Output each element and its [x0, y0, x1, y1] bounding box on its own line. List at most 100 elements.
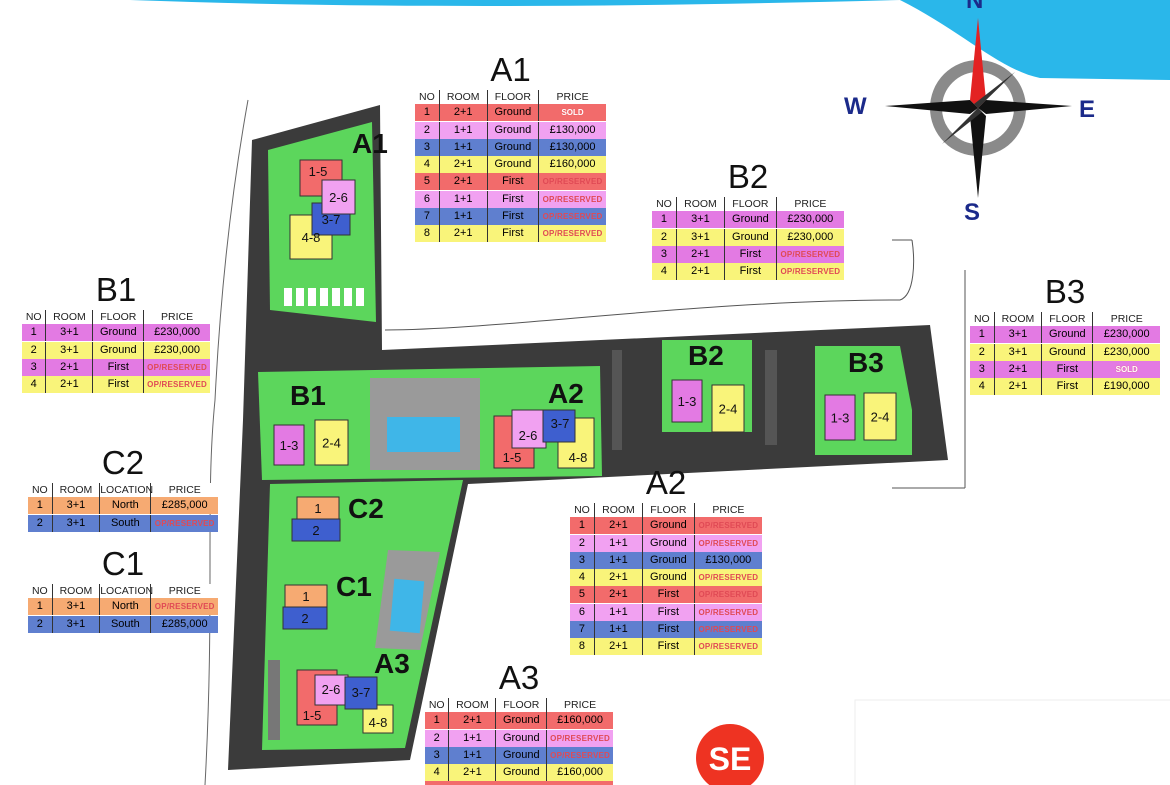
cell-price: OP/RESERVED	[698, 538, 759, 548]
boundary-line	[384, 239, 915, 331]
column-header: NO	[415, 90, 440, 104]
cell-price: £190,000	[1103, 380, 1150, 393]
map-label-b2: B2	[688, 340, 724, 371]
table-title: B2	[727, 158, 769, 195]
column-header: ROOM	[53, 483, 101, 497]
building-label: 1-5	[503, 450, 522, 465]
table-row-partial	[425, 781, 613, 785]
cell-price: OP/RESERVED	[698, 607, 759, 617]
building-a3-37	[344, 676, 378, 710]
building-label: 2-6	[322, 682, 341, 697]
cell-no: 2	[652, 228, 677, 246]
building-label: 4-8	[569, 450, 588, 465]
cell-no: 1	[415, 104, 440, 122]
cell-no: 4	[22, 376, 47, 394]
cell-no: 4	[970, 378, 995, 396]
column-header: NO	[22, 310, 47, 324]
column-header: PRICE	[712, 504, 745, 516]
building-label: 1-5	[309, 164, 328, 179]
cell-no: 6	[415, 190, 440, 208]
cell-room: 3+1	[53, 598, 101, 616]
cell-room: 2+1	[440, 104, 488, 122]
table-title: A3	[498, 659, 540, 696]
cell-no: 5	[415, 173, 440, 191]
cell-room: 2+1	[46, 376, 94, 394]
cell-price: SOLD	[1115, 364, 1138, 374]
column-header: NO	[28, 483, 53, 497]
building-label: 1-3	[831, 411, 850, 426]
building-c2-2	[291, 518, 341, 542]
cell-price: OP/RESERVED	[698, 573, 759, 583]
building-label: 4-8	[302, 230, 321, 245]
cell-no: 1	[22, 324, 47, 342]
column-header: FLOOR	[725, 197, 777, 211]
map-label-c2: C2	[348, 493, 384, 524]
cell-room: 2+1	[440, 156, 488, 174]
cell-floor: Ground	[643, 534, 695, 552]
cell-no: 4	[652, 263, 677, 281]
building-c1-2	[282, 606, 328, 630]
cell-room: 1+1	[595, 603, 643, 621]
building-label: 2	[301, 611, 308, 626]
cell-no: 6	[570, 603, 595, 621]
cell-price: OP/RESERVED	[147, 362, 208, 372]
cell-price: £160,000	[557, 714, 604, 727]
cell-no: 4	[570, 569, 595, 587]
cell-floor: First	[488, 173, 540, 191]
column-header: PRICE	[556, 91, 589, 103]
cell-floor: Ground	[496, 729, 548, 747]
cell-price: £230,000	[1103, 328, 1150, 341]
column-header: ROOM	[595, 503, 643, 517]
cell-floor: First	[643, 586, 695, 604]
cell-price: OP/RESERVED	[542, 229, 603, 239]
cell-price: OP/RESERVED	[542, 212, 603, 222]
building-label: 2-6	[519, 428, 538, 443]
cell-room: 3+1	[46, 341, 94, 359]
cell-floor: North	[100, 497, 152, 515]
building-a2-26	[511, 409, 547, 449]
cell-room: 1+1	[440, 121, 488, 139]
cell-price: £130,000	[549, 140, 596, 153]
cell-price: OP/RESERVED	[550, 733, 611, 743]
cell-room: 1+1	[449, 729, 497, 747]
building-label: 2-6	[329, 190, 348, 205]
building-label: 1-3	[678, 394, 697, 409]
cell-room: 2+1	[677, 245, 725, 263]
column-header: LOCATION	[100, 483, 154, 497]
cell-room: 2+1	[595, 638, 643, 656]
pool	[389, 578, 425, 634]
building-label: 3-7	[551, 416, 570, 431]
column-header: NO	[652, 197, 677, 211]
cell-no: 3	[22, 358, 47, 376]
cell-price: OP/RESERVED	[154, 602, 215, 612]
cell-floor: Ground	[643, 551, 695, 569]
building-label: 1	[314, 501, 321, 516]
cell-room: 3+1	[995, 326, 1043, 344]
building-label: 4-8	[369, 715, 388, 730]
building-label: 1	[302, 589, 309, 604]
building-a2-37	[542, 409, 576, 443]
cell-price: £160,000	[557, 766, 604, 779]
cell-floor: First	[643, 638, 695, 656]
cell-price: £285,000	[161, 499, 208, 512]
column-header: PRICE	[1110, 313, 1143, 325]
cell-floor: Ground	[1042, 326, 1094, 344]
cell-room: 3+1	[995, 343, 1043, 361]
cell-floor: First	[488, 208, 540, 226]
